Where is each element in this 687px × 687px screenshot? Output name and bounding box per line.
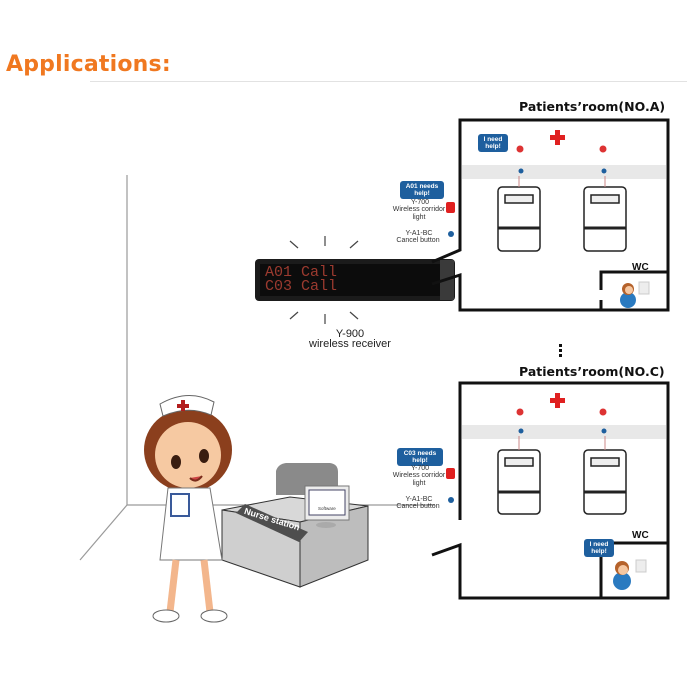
nurse-illustration [144,395,232,623]
receiver-display-line-1: A01 Call [265,264,338,281]
room-c-corridor-light-caption: Wireless corridor light [392,472,446,487]
room-a-cross-icon [550,130,565,145]
room-a-frame [431,118,670,312]
room-a-corridor-light-caption: Wireless corridor light [392,206,446,221]
room-a-corridor-bubble: A01 needs help! [400,181,444,199]
room-a-title: Patients’room(NO.A) [519,99,666,114]
room-c-corridor-light-icon [446,468,455,479]
room-c-wc-bubble: I need help! [584,539,614,557]
monitor-software-label: Software [318,506,336,511]
room-c-cancel-caption: Cancel button [396,503,440,510]
room-c-cancel-button-icon [448,497,454,503]
page-title: Applications: [6,52,171,77]
title-divider [90,81,687,82]
room-c-wc-button-icon [635,559,647,573]
room-c-frame [431,381,670,600]
room-c-title: Patients’room(NO.C) [519,364,665,379]
room-c-bed2-call-icon [599,408,607,416]
receiver-display-line-2: C03 Call [265,278,338,295]
room-a-beds [497,186,627,252]
room-c-bed1-button-icon [518,428,524,434]
room-c-corridor-bubble: C03 needs help! [397,448,443,466]
room-a-cancel-button-icon [448,231,454,237]
room-c-corridor-light-model: Y-700 [410,465,430,472]
room-c-wc-label: WC [632,530,649,541]
room-a-corridor-light-model: Y-700 [410,199,430,206]
room-a-cancel-model: Y-A1-BC [405,230,433,237]
room-a-corridor-light-icon [446,202,455,213]
room-walls [79,175,435,561]
room-c-beds [497,449,627,515]
more-rooms-ellipsis-icon [559,344,562,357]
receiver-caption: wireless receiver [309,338,391,350]
room-a-bed2-button-icon [601,168,607,174]
room-c-cancel-model: Y-A1-BC [405,496,433,503]
room-a-rail [462,165,666,179]
room-c-wc-person-icon [613,561,631,590]
room-c-bed2-button-icon [601,428,607,434]
receiver-model: Y-900 [335,328,365,340]
room-c-rail [462,425,666,439]
nurse-station-desk [221,463,369,588]
room-a-wc-label: WC [632,262,649,273]
room-a-cancel-caption: Cancel button [396,237,440,244]
room-a-wc-person-icon [620,283,636,308]
room-a-bed-bubble: I need help! [478,134,508,152]
room-c-bed1-call-icon [516,408,524,416]
room-c-cross-icon [550,393,565,408]
room-a-bed1-call-icon [516,145,524,153]
room-a-wc-button-icon [638,281,650,295]
receiver-signal-rays [289,236,359,324]
room-a-bed2-call-icon [599,145,607,153]
room-a-bed1-button-icon [518,168,524,174]
